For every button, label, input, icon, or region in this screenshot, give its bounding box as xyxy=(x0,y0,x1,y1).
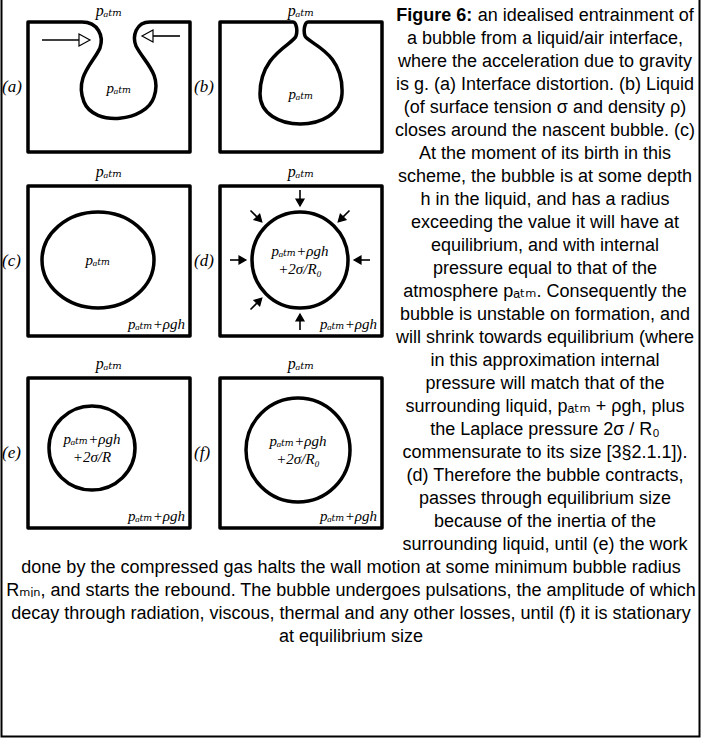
panel-letter: (d) xyxy=(194,251,214,271)
bubble-wall xyxy=(42,212,154,308)
bubble-wall xyxy=(246,398,350,502)
gas-bubble: pₐₜₘ+ρgh +2σ/R₀ xyxy=(246,398,350,502)
liquid-pressure: pₐₜₘ+ρgh xyxy=(128,315,185,333)
liquid-pressure: pₐₜₘ+ρgh xyxy=(320,315,377,333)
liquid-surface xyxy=(28,186,190,336)
liquid-surface xyxy=(220,186,382,336)
arrow-head xyxy=(79,34,90,46)
liquid-panel: (a)pₐₜₘ xyxy=(28,22,190,152)
bubble-outline xyxy=(252,212,348,308)
liquid-panel: (c)pₐₜₘ+ρghpₐₜₘ xyxy=(28,186,190,336)
liquid-surface xyxy=(220,378,382,528)
arrow-head xyxy=(354,256,361,264)
liquid-surface xyxy=(28,22,190,152)
liquid-surface xyxy=(28,378,190,528)
liquid-panel: (d)pₐₜₘ+ρghpₐₜₘ+ρgh +2σ/R₀ xyxy=(220,186,382,336)
air-cavity: pₐₜₘ xyxy=(76,76,162,100)
panel-letter: (f) xyxy=(194,443,210,463)
panel-letter: (a) xyxy=(2,77,22,97)
liquid-panel: (f)pₐₜₘ+ρghpₐₜₘ+ρgh +2σ/R₀ xyxy=(220,378,382,528)
gas-bubble: pₐₜₘ xyxy=(42,212,154,308)
motion-arrow xyxy=(299,190,301,199)
bubble-pressure: pₐₜₘ+ρgh +2σ/R xyxy=(53,430,131,466)
atmosphere-pressure: pₐₜₘ xyxy=(288,355,314,373)
bubble-pressure: pₐₜₘ xyxy=(262,85,340,103)
panel-letter: (e) xyxy=(2,443,21,463)
arrow-head xyxy=(142,30,153,42)
liquid-pressure: pₐₜₘ+ρgh xyxy=(128,507,185,525)
liquid-pressure: pₐₜₘ+ρgh xyxy=(320,507,377,525)
liquid-panel: (e)pₐₜₘ+ρghpₐₜₘ+ρgh +2σ/R xyxy=(28,378,190,528)
bubble-outline xyxy=(49,406,135,490)
arrow-head xyxy=(296,314,304,321)
liquid-surface xyxy=(220,22,382,152)
bubble-outline xyxy=(246,398,350,502)
bubble-pressure: pₐₜₘ xyxy=(59,251,137,269)
bubble-pressure: pₐₜₘ xyxy=(80,79,158,97)
motion-arrow xyxy=(153,35,180,37)
liquid-panel: (b)pₐₜₘ xyxy=(220,22,382,152)
bubble-wall xyxy=(252,212,348,308)
atmosphere-pressure: pₐₜₘ xyxy=(288,2,314,20)
panel-letter: (b) xyxy=(194,77,214,97)
figure-title: Figure 6: xyxy=(396,5,472,25)
motion-arrow xyxy=(343,211,349,217)
atmosphere-pressure: pₐₜₘ xyxy=(96,355,122,373)
arrow-head xyxy=(254,298,262,306)
atmosphere-pressure: pₐₜₘ xyxy=(96,163,122,181)
motion-arrow xyxy=(230,259,239,261)
bubble-pressure: pₐₜₘ+ρgh +2σ/R₀ xyxy=(259,432,337,468)
gas-bubble: pₐₜₘ+ρgh +2σ/R xyxy=(49,406,135,490)
atmosphere-pressure: pₐₜₘ xyxy=(96,2,122,20)
arrow-head xyxy=(254,214,262,222)
motion-arrow xyxy=(251,211,257,217)
arrow-head xyxy=(296,199,304,206)
motion-arrow xyxy=(251,303,257,309)
bubble-pressure: pₐₜₘ+ρgh +2σ/R₀ xyxy=(261,242,339,278)
arrow-head xyxy=(338,214,346,222)
bubble-wall xyxy=(49,406,135,490)
figure-caption: Figure 6:an idealised entrainment of a b… xyxy=(6,4,696,648)
motion-arrow xyxy=(361,259,370,261)
air-cavity: pₐₜₘ xyxy=(258,82,344,106)
arrow-head xyxy=(239,256,246,264)
motion-arrow xyxy=(42,39,79,41)
motion-arrow xyxy=(299,321,301,330)
atmosphere-pressure: pₐₜₘ xyxy=(288,163,314,181)
caption-text: an idealised entrainment of a bubble fro… xyxy=(6,5,695,646)
panel-letter: (c) xyxy=(2,251,21,271)
gas-bubble: pₐₜₘ+ρgh +2σ/R₀ xyxy=(252,212,348,308)
